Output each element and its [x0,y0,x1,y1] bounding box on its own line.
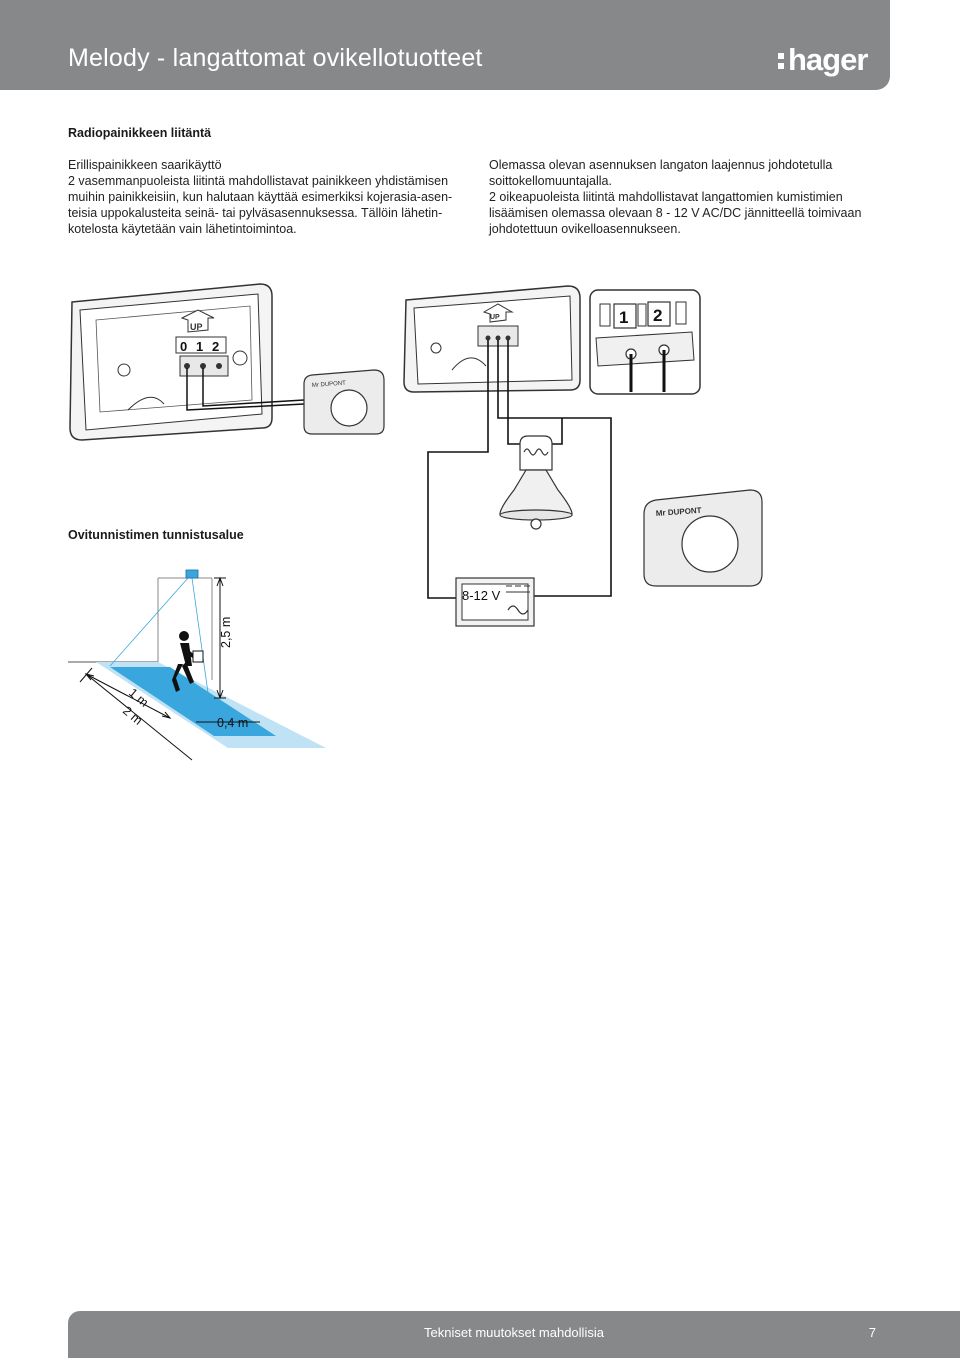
left-line: 2 vasemmanpuoleista liitintä mahdollista… [68,174,449,188]
right-transmitter-housing: UP [403,285,581,393]
logo-mark-icon [778,53,784,69]
left-subtitle: Erillispainikkeen saarikäyttö [68,158,222,172]
page-header: Melody - langattomat ovikellotuotteet ha… [0,0,890,90]
left-paragraph: Erillispainikkeen saarikäyttö 2 vasemman… [68,157,478,237]
right-line: johdotettuun ovikelloasennukseen. [489,222,681,236]
right-paragraph: Olemassa olevan asennuksen langaton laaj… [489,157,899,237]
distance-dimensions [79,667,193,761]
transformer-box: 8-12 V [455,577,535,627]
doorbell-circuit [427,340,612,599]
right-line: soittokellomuuntajalla. [489,174,612,188]
push-button-name-left: Mr DUPONT [312,381,347,389]
logo-text: hager [788,42,868,77]
transformer-voltage: 8-12 V [462,588,501,603]
right-line: lisäämisen olemassa olevaan 8 - 12 V AC/… [489,206,862,220]
terminal-0-label: 0 [180,339,187,354]
section-title-radio-button: Radiopainikkeen liitäntä [68,126,212,140]
terminal-2-label-left: 2 [212,339,219,354]
sensor-icon [185,569,199,579]
left-transmitter-housing: UP 0 1 2 [69,283,273,441]
push-button-name-right: Mr DUPONT [656,506,702,518]
page-number: 7 [868,1325,876,1340]
terminal-1-label-left: 1 [196,339,203,354]
page-title: Melody - langattomat ovikellotuotteet [68,44,483,72]
terminal-zoom-box: 1 2 [589,289,701,395]
left-line: kotelosta käytetään vain lähetintoiminto… [68,222,297,236]
right-line: Olemassa olevan asennuksen langaton laaj… [489,158,833,172]
up-label-left: UP [190,322,203,332]
push-button-left: Mr DUPONT [303,369,385,435]
terminal-2-label-zoom: 2 [653,306,662,325]
width-label: 0,4 m [217,716,248,730]
bell-chime-icon [499,435,573,530]
right-line: 2 oikeapuoleista liitintä mahdollistavat… [489,190,843,204]
hager-logo: hager [778,40,868,80]
terminal-1-label-zoom: 1 [619,308,628,327]
left-line: teisia uppokalusteita seinä- tai pylväsa… [68,206,443,220]
left-line: muihin painikkeisiin, kun halutaan käytt… [68,190,453,204]
up-label-right: UP [490,314,500,321]
detector-section-title: Ovitunnistimen tunnistusalue [68,528,244,542]
walking-person-icon [172,631,204,692]
footer-note: Tekniset muutokset mahdollisia [424,1325,604,1340]
height-label: 2,5 m [219,617,233,648]
height-dimension [214,576,226,700]
push-button-right: Mr DUPONT [643,489,763,587]
page-footer: Tekniset muutokset mahdollisia 7 [68,1311,960,1358]
